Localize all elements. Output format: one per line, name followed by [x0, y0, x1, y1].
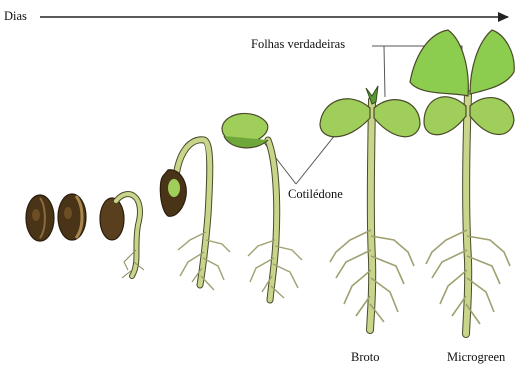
sprout-stage [320, 86, 420, 330]
seed-stage-1 [26, 195, 54, 241]
emerging-cotyledon-stage [222, 113, 302, 300]
true-leaves-label: Folhas verdadeiras [251, 38, 345, 51]
seed-stage-2 [58, 194, 86, 240]
days-label: Dias [4, 10, 27, 23]
radicle-stage [100, 194, 144, 278]
microgreen-label: Microgreen [447, 351, 505, 364]
sprout-label: Broto [351, 351, 379, 364]
cotyledon-label: Cotilédone [288, 188, 343, 201]
hook-stage [160, 140, 230, 290]
microgreen-stage [410, 30, 514, 334]
